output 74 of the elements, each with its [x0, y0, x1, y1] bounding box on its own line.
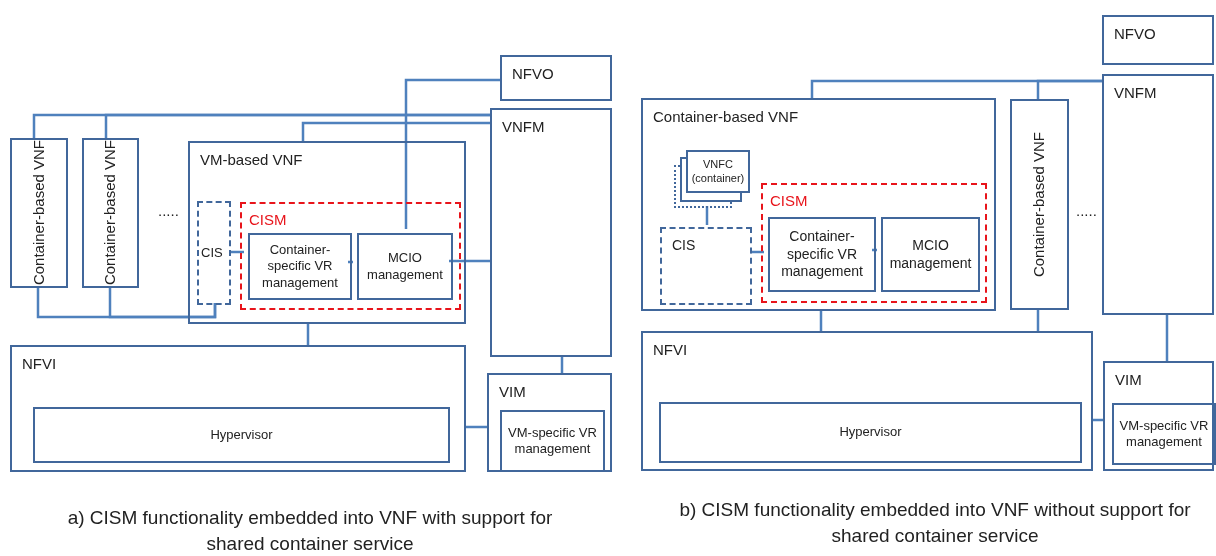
- dashed-group-box: [761, 183, 987, 303]
- vnf-box: [641, 98, 996, 311]
- connector-line: [108, 288, 217, 319]
- connector-line: [750, 250, 764, 254]
- box-label: VM-specific VR management: [507, 424, 598, 458]
- connector-line: [301, 121, 490, 141]
- box-label: VIM: [1115, 370, 1142, 390]
- process-box: [487, 373, 612, 472]
- connector-line: [1036, 79, 1102, 99]
- box-label: VIM: [499, 382, 526, 402]
- vnf-box: [1010, 99, 1069, 310]
- caption-text: b) CISM functionality embedded into VNF without support for shared container service: [678, 498, 1192, 548]
- stacked-container-box: [674, 150, 750, 208]
- ellipsis-text: .....: [158, 201, 179, 221]
- box-label: CIS: [201, 244, 223, 263]
- box-label: VNFC (container): [690, 157, 746, 186]
- box-label: Container-based VNF: [653, 107, 799, 127]
- box-label: VM-based VNF: [200, 150, 303, 170]
- box-label: NFVI: [653, 340, 688, 360]
- box-label: Hypervisor: [839, 424, 902, 441]
- dashed-group-box: [240, 202, 461, 310]
- process-box: [490, 108, 612, 357]
- box-label: MCIO management: [366, 250, 444, 283]
- process-box: [33, 407, 450, 463]
- connector-line: [449, 259, 490, 263]
- process-box: [659, 402, 1082, 463]
- process-box: [881, 217, 980, 292]
- process-box: [357, 233, 453, 300]
- process-box: [1112, 403, 1216, 465]
- box-label: CISM: [770, 191, 808, 211]
- connector-line: [1093, 418, 1103, 422]
- box-label: Container-based VNF: [1030, 131, 1049, 278]
- box-label: NFVI: [22, 354, 57, 374]
- box-label: Hypervisor: [210, 426, 273, 444]
- connector-line: [705, 206, 709, 225]
- connector-line: [348, 260, 353, 264]
- connector-line: [1036, 310, 1040, 331]
- connector-line: [229, 250, 244, 254]
- connector-line: [560, 357, 564, 373]
- box-label: Container-specific VR management: [261, 242, 339, 291]
- box-label: CISM: [249, 210, 287, 230]
- process-box: [500, 55, 612, 101]
- box-label: VM-specific VR management: [1118, 417, 1210, 451]
- connector-line: [466, 425, 487, 429]
- vnf-box: [188, 141, 466, 324]
- connector-line: [306, 324, 310, 345]
- box-label: CIS: [672, 236, 696, 255]
- connector-line: [404, 78, 500, 229]
- connector-line: [819, 311, 823, 331]
- vnf-box: [10, 138, 68, 288]
- process-box: [1102, 15, 1214, 65]
- process-box: [1103, 361, 1214, 471]
- process-box: [500, 410, 605, 472]
- ellipsis-text: .....: [1076, 201, 1097, 221]
- process-box: [248, 233, 352, 300]
- vnf-box: [82, 138, 139, 288]
- box-label: Container-based VNF: [29, 140, 48, 286]
- box-label: NFVO: [512, 64, 554, 84]
- infrastructure-box: [10, 345, 466, 472]
- dashed-box: [197, 201, 231, 305]
- box-label: MCIO management: [888, 237, 973, 272]
- box-label: VNFM: [1114, 83, 1157, 103]
- infrastructure-box: [641, 331, 1093, 471]
- connector-line: [104, 113, 490, 138]
- box-label: VNFM: [502, 117, 545, 137]
- process-box: [1102, 74, 1214, 315]
- box-label: Container-based VNF: [101, 140, 120, 286]
- connector-line: [872, 248, 877, 252]
- caption-text: a) CISM functionality embedded into VNF with support for shared container service: [66, 506, 554, 556]
- box-label: NFVO: [1114, 24, 1156, 44]
- dashed-box: [660, 227, 752, 305]
- process-box: [768, 217, 876, 292]
- connector-line: [1165, 315, 1169, 361]
- box-label: Container-specific VR management: [780, 228, 864, 281]
